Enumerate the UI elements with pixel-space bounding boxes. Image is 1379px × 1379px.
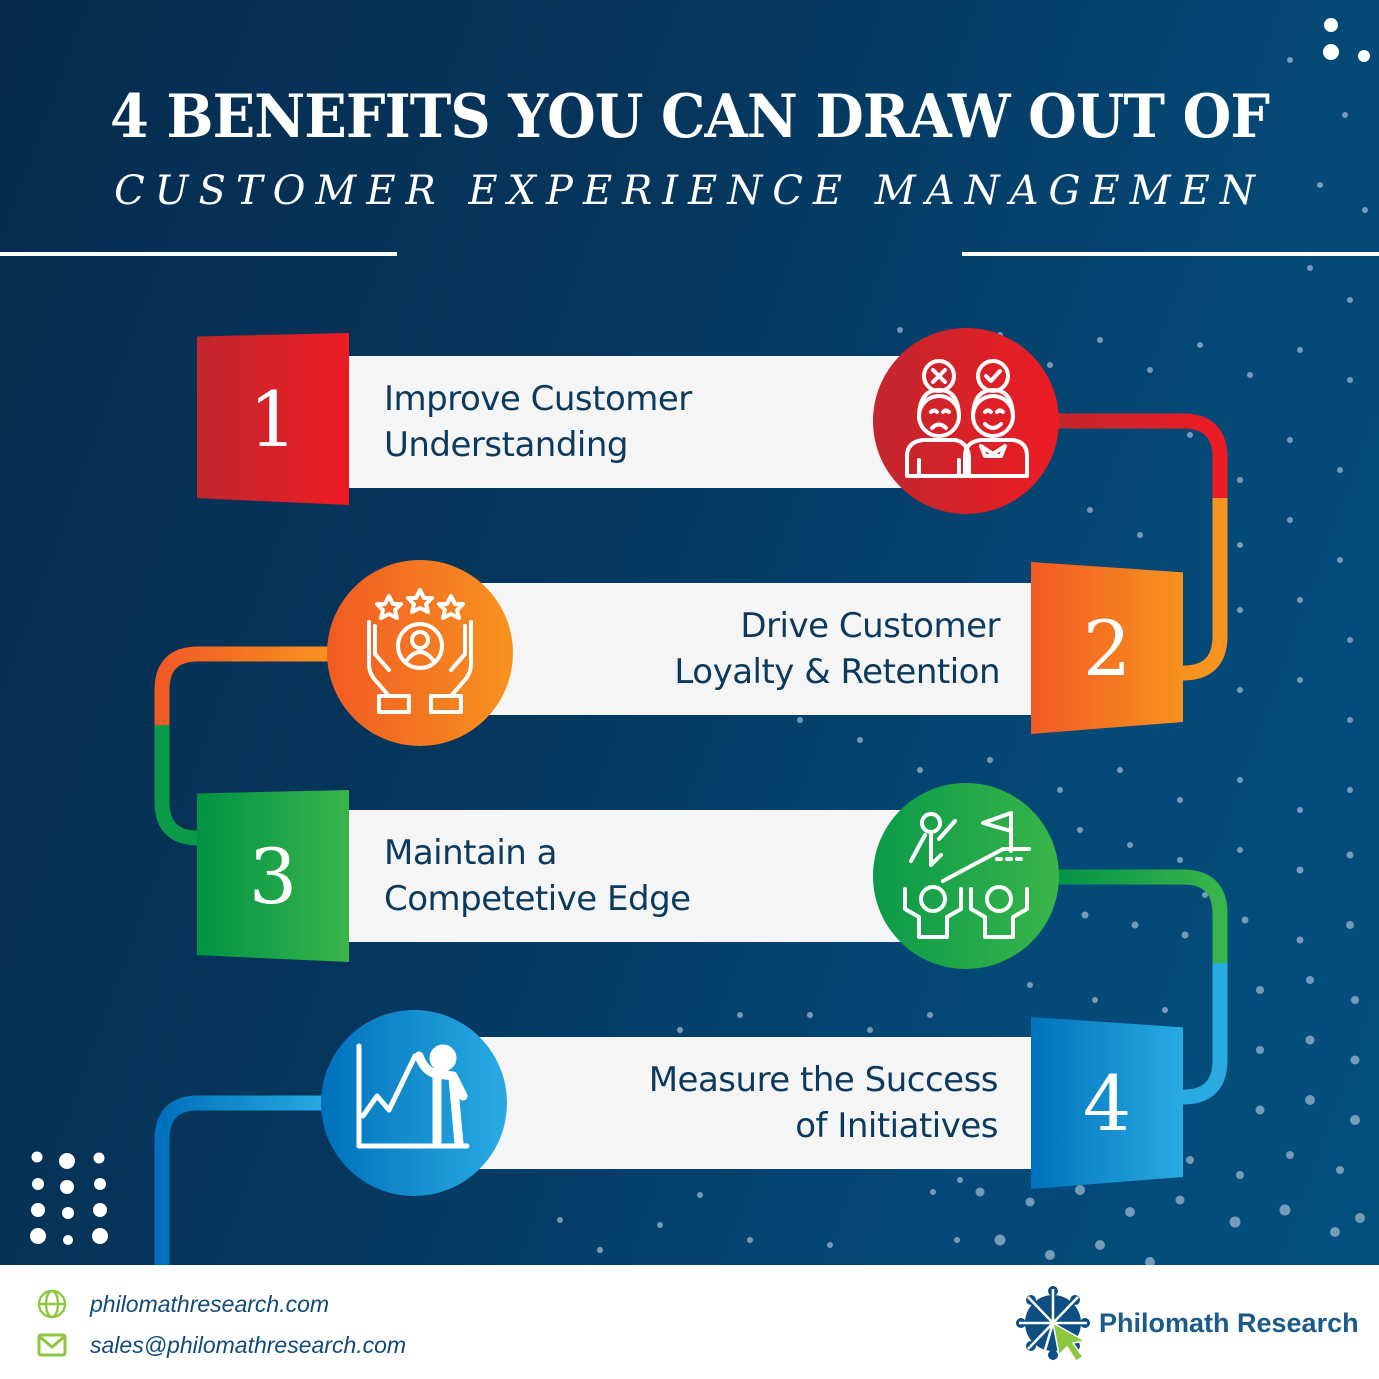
benefit-2-label: Drive Customer Loyalty & Retention <box>674 606 1000 692</box>
benefit-4-number-badge: 4 <box>1031 1017 1183 1189</box>
connector-1-2 <box>154 413 1228 1265</box>
email-contact[interactable]: sales@philomathresearch.com <box>36 1329 406 1361</box>
benefit-card-4: Measure the Success of Initiatives <box>440 1037 1040 1169</box>
brand-name: Philomath Research <box>1099 1307 1359 1338</box>
benefit-4-label: Measure the Success of Initiatives <box>648 1060 999 1146</box>
title-divider-left <box>0 252 397 256</box>
satisfied-dissatisfied-customers-icon <box>873 328 1059 514</box>
page-title: 4 BENEFITS YOU CAN DRAW OUT OF <box>109 82 1270 152</box>
benefit-3-number-badge: 3 <box>197 790 349 962</box>
benefit-2-number-badge: 2 <box>1031 562 1183 734</box>
benefit-card-2: Drive Customer Loyalty & Retention <box>440 583 1040 715</box>
envelope-icon <box>37 1333 67 1357</box>
page-subtitle: CUSTOMER EXPERIENCE MANAGEMEN <box>114 168 1265 214</box>
title-divider-right <box>962 252 1379 256</box>
philomath-logo-icon <box>1016 1286 1090 1363</box>
globe-icon <box>37 1289 67 1319</box>
website-contact[interactable]: philomathresearch.com <box>36 1288 329 1320</box>
infographic-canvas: 4 BENEFITS YOU CAN DRAW OUT OF CUSTOMER … <box>0 0 1379 1265</box>
presenter-growth-chart-icon <box>321 1010 507 1196</box>
footer: philomathresearch.com sales@philomathres… <box>0 1265 1379 1379</box>
website-link[interactable]: philomathresearch.com <box>90 1290 330 1317</box>
decorative-dot-pattern <box>557 57 1368 1265</box>
benefit-3-label: Maintain a Competetive Edge <box>384 833 691 919</box>
benefit-card-3: Maintain a Competetive Edge <box>340 810 940 942</box>
brand-logo[interactable]: Philomath Research <box>1013 1283 1359 1363</box>
benefit-1-label: Improve Customer Understanding <box>384 379 692 465</box>
benefit-1-number-badge: 1 <box>197 333 349 505</box>
hands-rating-stars-icon <box>327 560 513 746</box>
benefit-card-1: Improve Customer Understanding <box>340 356 940 488</box>
leader-flag-team-icon <box>873 783 1059 969</box>
email-link[interactable]: sales@philomathresearch.com <box>90 1331 407 1358</box>
